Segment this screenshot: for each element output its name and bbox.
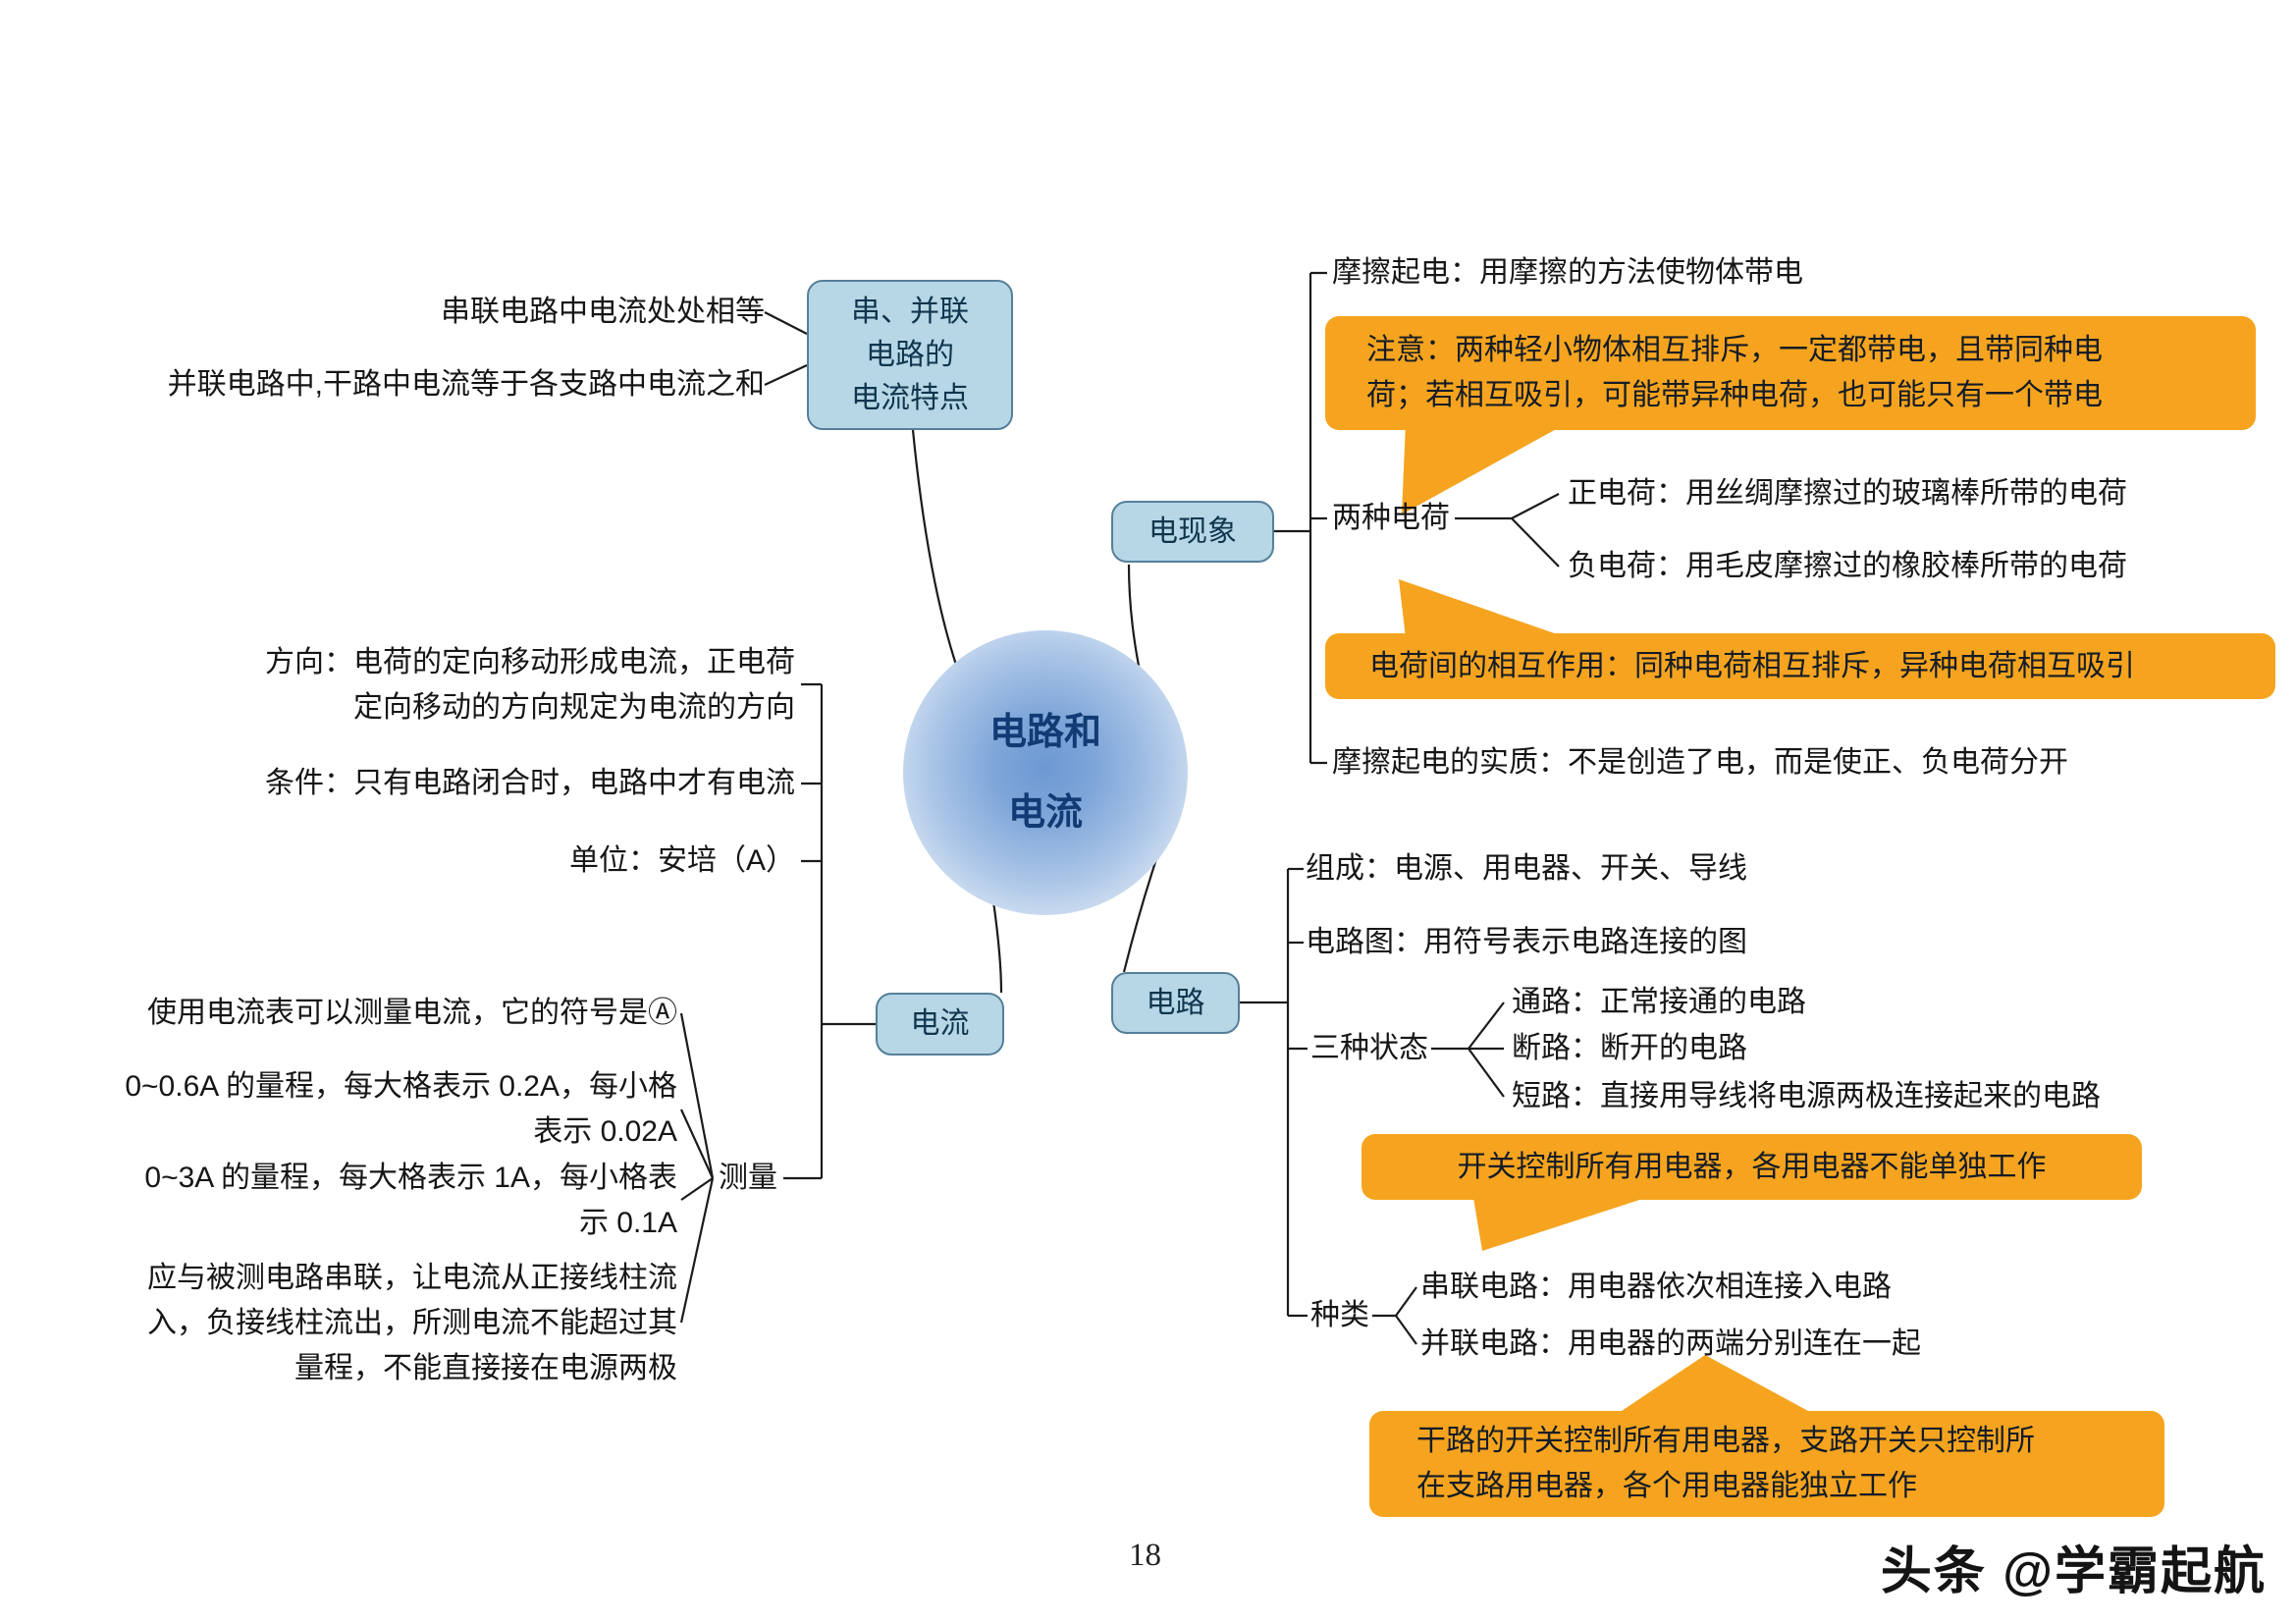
text-state-short: 短路：直接用导线将电源两极连接起来的电路 xyxy=(1512,1080,2101,1112)
text-series-current-equal: 串联电路中电流处处相等 xyxy=(441,296,765,328)
callout-charge-interaction: 电荷间的相互作用：同种电荷相互排斥，异种电荷相互吸引 xyxy=(1325,633,2275,699)
text-ammeter-symbol: 使用电流表可以测量电流，它的符号是Ⓐ xyxy=(147,997,677,1029)
text-current-unit: 单位：安培（A） xyxy=(568,844,795,877)
text-positive-charge: 正电荷：用丝绸摩擦过的玻璃棒所带的电荷 xyxy=(1568,477,2127,510)
callout-series-switch: 开关控制所有用电器，各用电器不能单独工作 xyxy=(1362,1134,2142,1200)
text-state-broken: 断路：断开的电路 xyxy=(1512,1032,1747,1064)
text-circuit-composition: 组成：电源、用电器、开关、导线 xyxy=(1306,852,1747,885)
text-range-0-0-6: 0~0.6A 的量程，每大格表示 0.2A，每小格 表示 0.02A xyxy=(125,1070,677,1148)
switch-callout-tail xyxy=(1472,1192,1664,1251)
node-electric-phenomena: 电现象 xyxy=(1111,501,1274,563)
text-series-circuit: 串联电路：用电器依次相连接入电路 xyxy=(1420,1271,1892,1303)
text-friction-essence: 摩擦起电的实质：不是创造了电，而是使正、负电荷分开 xyxy=(1332,746,2068,779)
label-measurement: 测量 xyxy=(719,1162,777,1194)
text-current-condition: 条件：只有电路闭合时，电路中才有电流 xyxy=(265,767,795,799)
watermark-toutiao: 头条 @学霸起航 xyxy=(1880,1543,2267,1600)
text-negative-charge: 负电荷：用毛皮摩擦过的橡胶棒所带的电荷 xyxy=(1568,550,2127,582)
node-current: 电流 xyxy=(876,993,1004,1056)
central-topic-line2: 电流 xyxy=(1007,792,1083,834)
note-callout-tail xyxy=(1402,422,1569,514)
text-parallel-current-sum: 并联电路中,干路中电流等于各支路中电流之和 xyxy=(167,368,765,401)
callout-parallel-switch: 干路的开关控制所有用电器，支路开关只控制所 在支路用电器，各个用电器能独立工作 xyxy=(1369,1411,2164,1517)
text-current-direction: 方向：电荷的定向移动形成电流，正电荷 定向移动的方向规定为电流的方向 xyxy=(265,646,795,724)
text-parallel-circuit: 并联电路：用电器的两端分别连在一起 xyxy=(1420,1327,1921,1360)
interaction-callout-tail xyxy=(1399,579,1569,638)
text-state-closed: 通路：正常接通的电路 xyxy=(1512,986,1806,1018)
page-number: 18 xyxy=(1129,1538,1161,1573)
text-ammeter-rules: 应与被测电路串联，让电流从正接线柱流 入，负接线柱流出，所测电流不能超过其 量程… xyxy=(147,1262,677,1384)
node-circuit: 电路 xyxy=(1111,972,1240,1034)
text-friction-charging: 摩擦起电：用摩擦的方法使物体带电 xyxy=(1332,256,1803,289)
label-three-states: 三种状态 xyxy=(1310,1032,1428,1064)
label-kinds: 种类 xyxy=(1310,1299,1369,1331)
text-range-0-3: 0~3A 的量程，每大格表示 1A，每小格表 示 0.1A xyxy=(144,1162,677,1239)
node-series-parallel-current-feature: 串、并联 电路的 电流特点 xyxy=(807,280,1013,430)
central-topic-circuit-and-current: 电路和 电流 xyxy=(903,630,1188,915)
parallel-callout-tail xyxy=(1613,1355,1819,1417)
text-circuit-diagram: 电路图：用符号表示电路连接的图 xyxy=(1306,926,1747,958)
label-two-charges: 两种电荷 xyxy=(1332,502,1450,534)
central-topic-line1: 电路和 xyxy=(988,712,1101,753)
callout-charge-note: 注意：两种轻小物体相互排斥，一定都带电，且带同种电 荷；若相互吸引，可能带异种电… xyxy=(1325,316,2256,430)
